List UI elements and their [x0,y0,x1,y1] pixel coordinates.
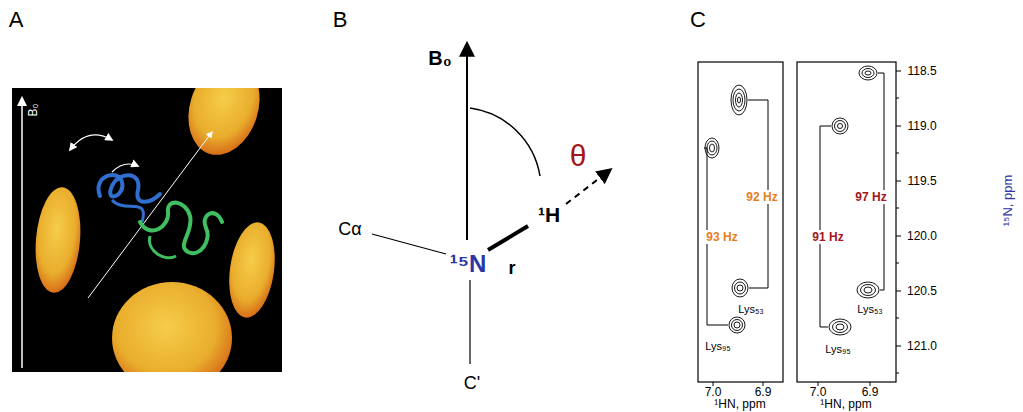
rotation-arrow [112,164,138,172]
peak-contours [738,97,741,103]
peak-label: Lys₅₃ [857,304,883,315]
coupling-bracket [878,73,884,290]
peak-contours [865,71,871,75]
coupling-bracket [820,126,831,327]
peak-label: Lys₉₅ [825,344,851,355]
coupling-value: 92 Hz [745,190,778,204]
spectrum-frame [698,62,783,382]
peak-contours [862,69,874,78]
peak-contours [736,93,743,107]
spectrum-frame [797,62,896,382]
bond-line [469,280,470,364]
bicelle-discs [177,88,271,164]
peak-contours [735,282,746,294]
coupling-value: 91 Hz [811,230,844,244]
peak-contours [829,319,851,335]
atom-label: ¹H [538,204,560,225]
peak-contours [734,322,740,328]
axis-title: ¹⁵N, ppm [1002,174,1015,226]
axis-title: ¹HN, ppm [714,398,765,410]
protein-ribbon [140,203,222,254]
atom-label: Cα [338,220,361,238]
tick-marks [896,71,901,373]
coupling-value: 93 Hz [705,230,738,244]
panel-letter: B [333,9,348,31]
peak-contours [859,66,877,80]
angle-arc [470,108,540,176]
bicelle-discs [31,185,84,294]
peak-label: Lys₉₅ [705,341,731,352]
peak-contours [857,282,879,298]
coupling-value: 97 Hz [854,190,887,204]
peak-contours [732,279,748,297]
distance-label: r [508,259,515,277]
panel-letter: C [690,9,706,31]
peak-contours [710,144,715,152]
atom-label: ¹⁵N [450,252,487,276]
axis-tick: 119.0 [907,120,936,132]
peak-contours [832,118,848,134]
field-label: B₀ [428,48,451,68]
axis-tick: 6.9 [755,386,772,398]
peak-contours [838,124,843,129]
peak-contours [836,324,844,330]
peak-contours [864,287,872,293]
peak-contours [732,320,743,331]
protein-ribbon [98,175,160,202]
peak-contours [737,285,743,291]
axis-tick: 7.0 [810,386,827,398]
bond-line [372,234,446,254]
bond-geometry [372,44,610,364]
director-axis [88,132,212,298]
axis-tick: 118.5 [907,65,936,77]
axis-tick: 7.0 [705,386,722,398]
angle-label: θ [570,141,587,171]
protein-ribbon [149,236,176,258]
field-arrow [466,44,468,240]
bicelle-panel [12,52,282,394]
axis-tick: 6.9 [862,386,879,398]
bicelle-discs [31,88,280,372]
peak-contours [861,285,876,296]
peak-contours [731,85,747,115]
bicelle-discs [112,282,232,372]
axis-tick: 120.0 [907,230,937,242]
peak-contours [833,322,848,333]
axis-tick: 119.5 [907,175,936,187]
atom-label: C' [464,374,480,392]
bond-vector [566,170,610,204]
peak-contours [707,141,717,155]
peak-contours [733,89,745,111]
tick-marks [713,71,901,386]
tick-marks [713,382,870,386]
peak-contours [835,121,846,132]
peak-contours [705,66,879,335]
field-arrow [21,98,23,368]
axis-tick: 120.5 [907,285,937,297]
spectra [698,62,901,386]
peak-contours [729,317,745,333]
bicelle-discs [224,219,281,320]
rotation-arrow [70,135,112,150]
panel-letter: A [9,9,24,31]
field-label: B₀ [27,104,39,117]
axis-tick: 121.0 [907,340,937,352]
axis-title: ¹HN, ppm [820,398,871,410]
nh-bond [488,226,528,250]
peak-label: Lys₅₃ [738,304,764,315]
protein-ribbon [112,200,144,222]
